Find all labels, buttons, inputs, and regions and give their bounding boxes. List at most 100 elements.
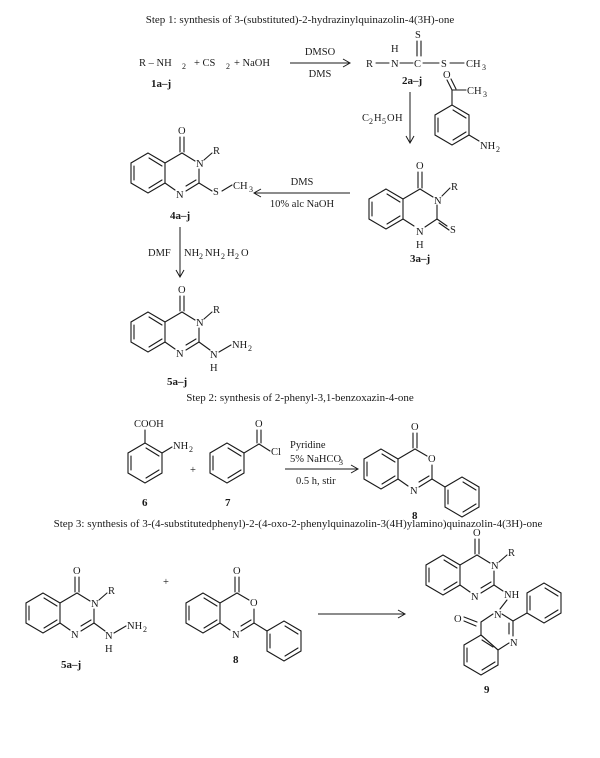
arrow-2-to-3 bbox=[405, 92, 415, 145]
svg-text:Cl: Cl bbox=[271, 447, 281, 458]
compound-8-reactant-label: 8 bbox=[233, 654, 239, 666]
svg-text:2: 2 bbox=[182, 62, 186, 71]
svg-text:O: O bbox=[428, 454, 436, 465]
compound-7-label: 7 bbox=[225, 497, 231, 509]
svg-text:NH: NH bbox=[184, 248, 200, 259]
compound-2a-j-label: 2a–j bbox=[402, 75, 422, 87]
svg-text:3: 3 bbox=[339, 458, 343, 467]
svg-text:O: O bbox=[416, 161, 424, 172]
svg-text:N: N bbox=[91, 599, 99, 610]
svg-text:N: N bbox=[391, 59, 399, 70]
dithiocarbamate-structure: R N H C S S CH 3 bbox=[366, 30, 486, 72]
svg-text:NH: NH bbox=[504, 590, 520, 601]
svg-text:2: 2 bbox=[496, 145, 500, 154]
svg-text:S: S bbox=[450, 225, 456, 236]
svg-text:N: N bbox=[491, 561, 499, 572]
svg-text:S: S bbox=[415, 30, 421, 41]
svg-text:H: H bbox=[374, 113, 382, 124]
hydrazinylquinazolinone-reactant-structure: O N R N N H NH 2 bbox=[25, 566, 147, 655]
anthranilic-acid-structure: COOH NH 2 bbox=[127, 419, 193, 484]
step2-plus: + bbox=[190, 465, 196, 476]
svg-text:O: O bbox=[250, 598, 258, 609]
svg-text:N: N bbox=[416, 227, 424, 238]
time-condition: 0.5 h, stir bbox=[296, 476, 336, 487]
svg-text:N: N bbox=[210, 350, 218, 361]
svg-text:NH: NH bbox=[173, 441, 189, 452]
compound-5a-j-label: 5a–j bbox=[167, 376, 187, 388]
svg-text:2: 2 bbox=[143, 625, 147, 634]
svg-text:O: O bbox=[443, 70, 451, 81]
svg-text:3: 3 bbox=[249, 185, 253, 194]
svg-text:O: O bbox=[255, 419, 263, 430]
svg-text:2: 2 bbox=[221, 252, 225, 261]
svg-text:N: N bbox=[494, 610, 502, 621]
dms-methylation-condition: DMS bbox=[291, 177, 314, 188]
compound-4a-j-label: 4a–j bbox=[170, 210, 190, 222]
svg-text:N: N bbox=[71, 630, 79, 641]
dmso-condition: DMSO bbox=[305, 47, 336, 58]
svg-text:R: R bbox=[366, 59, 373, 70]
dms-condition: DMS bbox=[309, 69, 332, 80]
amine-reagent: R – NH 2 bbox=[139, 58, 186, 71]
svg-text:N: N bbox=[105, 631, 113, 642]
svg-text:O: O bbox=[178, 285, 186, 296]
benzoxazinone-reactant-structure: O O N bbox=[185, 566, 302, 662]
svg-text:CH: CH bbox=[466, 59, 481, 70]
thioxoquinazolinone-structure: O N R S N H bbox=[368, 161, 458, 251]
svg-text:H: H bbox=[227, 248, 235, 259]
compound-8-label: 8 bbox=[412, 510, 418, 522]
svg-text:2: 2 bbox=[248, 344, 252, 353]
svg-text:2: 2 bbox=[369, 117, 373, 126]
svg-text:NH: NH bbox=[480, 141, 496, 152]
svg-text:H: H bbox=[395, 113, 403, 124]
arrow-to-9 bbox=[318, 609, 407, 619]
svg-text:CH: CH bbox=[233, 181, 248, 192]
arrow-1-to-2 bbox=[290, 58, 352, 68]
aminoacetophenone-structure: O CH 3 NH 2 bbox=[434, 70, 500, 154]
svg-text:N: N bbox=[434, 196, 442, 207]
benzoxazinone-structure: O O N bbox=[363, 422, 480, 518]
carbon-disulfide-reagent: + CS 2 bbox=[194, 58, 230, 71]
svg-text:2: 2 bbox=[226, 62, 230, 71]
svg-text:C: C bbox=[414, 59, 421, 70]
arrow-3-to-4 bbox=[252, 188, 350, 198]
hydrazine-hydrate-condition: NH 2 NH 2 H 2 O bbox=[184, 248, 249, 261]
svg-text:N: N bbox=[176, 349, 184, 360]
svg-text:N: N bbox=[410, 486, 418, 497]
step1-heading: Step 1: synthesis of 3-(substituted)-2-h… bbox=[146, 14, 455, 26]
ethanol-condition: C 2 H 5 O H bbox=[362, 113, 403, 126]
svg-text:COOH: COOH bbox=[134, 419, 164, 430]
svg-text:R: R bbox=[213, 146, 220, 157]
svg-text:R – NH: R – NH bbox=[139, 58, 172, 69]
svg-text:NH: NH bbox=[232, 340, 248, 351]
svg-text:CH: CH bbox=[467, 86, 482, 97]
svg-text:NH: NH bbox=[127, 621, 143, 632]
svg-text:H: H bbox=[391, 44, 399, 55]
svg-text:O: O bbox=[73, 566, 81, 577]
svg-text:N: N bbox=[196, 318, 204, 329]
svg-text:O: O bbox=[454, 614, 462, 625]
compound-3a-j-label: 3a–j bbox=[410, 253, 430, 265]
svg-text:3: 3 bbox=[483, 90, 487, 99]
svg-text:O: O bbox=[387, 113, 395, 124]
svg-text:O: O bbox=[241, 248, 249, 259]
dmf-condition: DMF bbox=[148, 248, 171, 259]
svg-text:2: 2 bbox=[189, 445, 193, 454]
svg-text:NH: NH bbox=[205, 248, 221, 259]
svg-text:O: O bbox=[178, 126, 186, 137]
methylthioquinazolinone-structure: O N R N S CH 3 bbox=[130, 126, 253, 201]
svg-text:R: R bbox=[451, 182, 458, 193]
svg-text:O: O bbox=[473, 528, 481, 539]
svg-text:H: H bbox=[210, 363, 218, 374]
svg-text:S: S bbox=[441, 59, 447, 70]
svg-text:2: 2 bbox=[235, 252, 239, 261]
arrow-4-to-5 bbox=[175, 227, 185, 279]
nahco3-condition: 5% NaHCO 3 bbox=[290, 454, 343, 467]
pyridine-condition: Pyridine bbox=[290, 440, 326, 451]
sodium-hydroxide-reagent: + NaOH bbox=[234, 58, 270, 69]
compound-5a-j-reactant-label: 5a–j bbox=[61, 659, 81, 671]
svg-text:H: H bbox=[105, 644, 113, 655]
svg-text:C: C bbox=[362, 113, 369, 124]
svg-text:R: R bbox=[108, 586, 115, 597]
step3-plus: + bbox=[163, 577, 169, 588]
